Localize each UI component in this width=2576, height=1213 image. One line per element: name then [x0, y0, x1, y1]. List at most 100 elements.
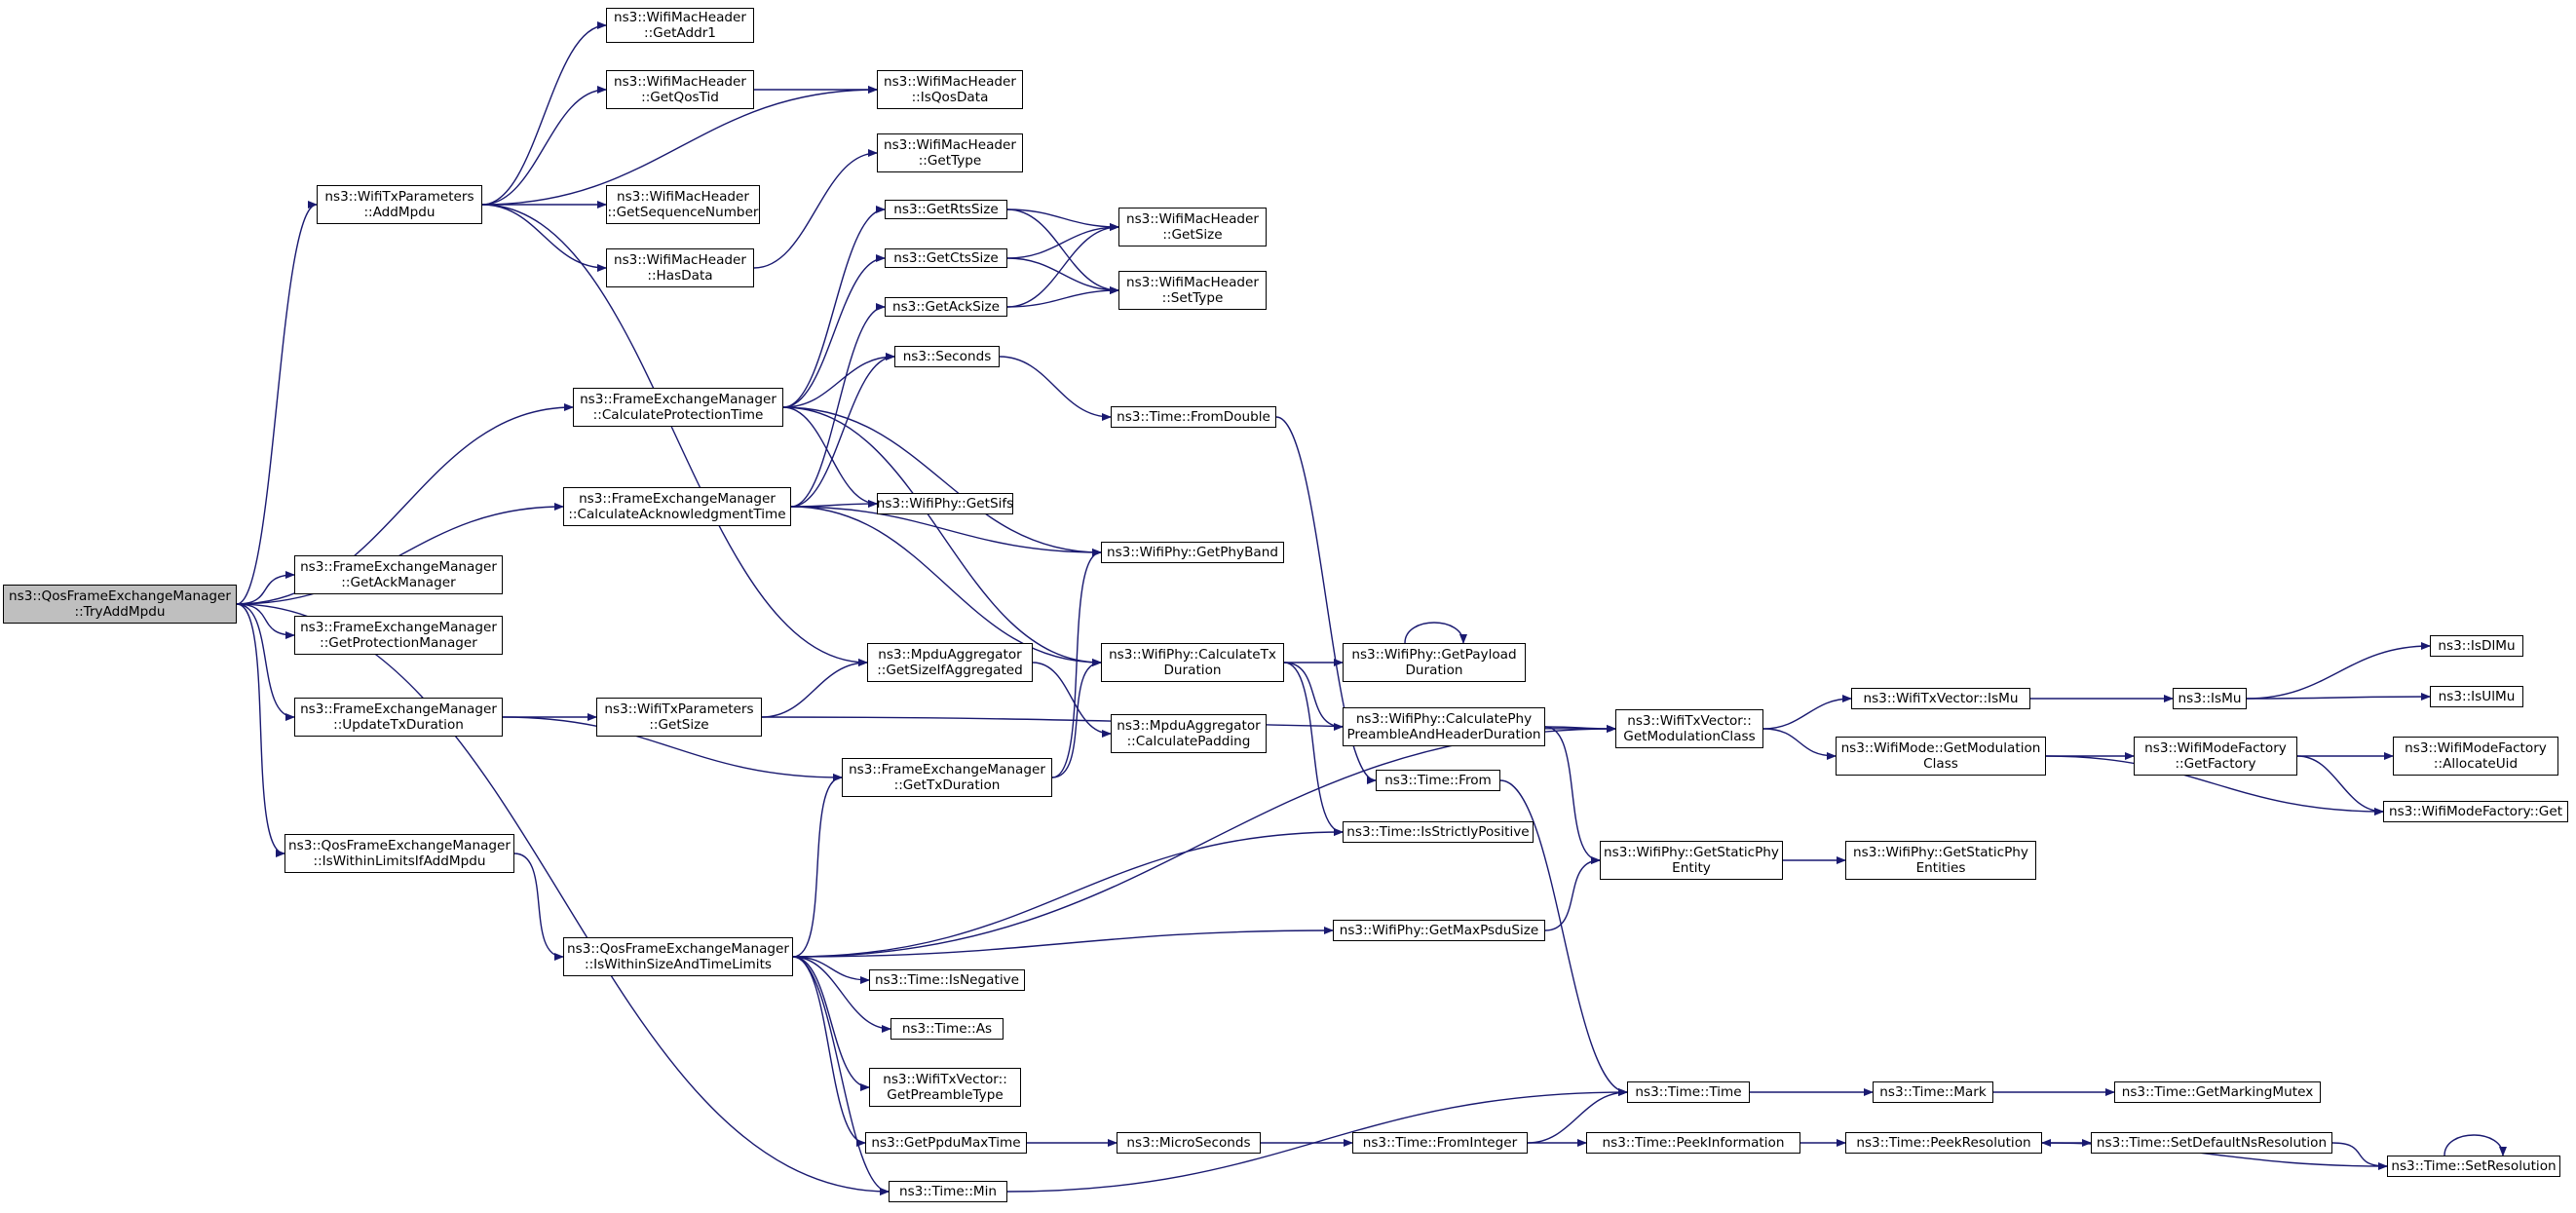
node-timemin[interactable]: ns3::Time::Min	[889, 1181, 1007, 1202]
node-getackmgr[interactable]: ns3::FrameExchangeManager::GetAckManager	[294, 555, 503, 594]
node-addmpdu[interactable]: ns3::WifiTxParameters::AddMpdu	[317, 185, 482, 224]
node-updatetx[interactable]: ns3::FrameExchangeManager::UpdateTxDurat…	[294, 698, 503, 737]
node-isulmu[interactable]: ns3::IsUlMu	[2430, 686, 2523, 707]
node-label-line: ns3::Time::FromInteger	[1362, 1135, 1518, 1151]
node-getpreambletype[interactable]: ns3::WifiTxVector::GetPreambleType	[869, 1068, 1021, 1107]
edge-frominteger-to-timetime	[1527, 1088, 1628, 1144]
edge-gettxdur-to-calctxdur	[1051, 659, 1102, 778]
node-txvismu[interactable]: ns3::WifiTxVector::IsMu	[1851, 688, 2030, 709]
node-label-line: ns3::FrameExchangeManager	[849, 762, 1045, 777]
node-label-line: ::IsQosData	[911, 90, 989, 105]
node-label-line: ::AddMpdu	[363, 205, 436, 220]
node-setdefaultns[interactable]: ns3::Time::SetDefaultNsResolution	[2091, 1132, 2332, 1154]
node-hdrsettype[interactable]: ns3::WifiMacHeader::SetType	[1118, 271, 1267, 310]
edge-calcprot-to-calctxdur	[782, 406, 1102, 666]
node-getsifs[interactable]: ns3::WifiPhy::GetSifs	[877, 493, 1013, 514]
node-microseconds[interactable]: ns3::MicroSeconds	[1117, 1132, 1261, 1154]
edge-hasdata-to-gettype	[753, 149, 878, 269]
node-frominteger[interactable]: ns3::Time::FromInteger	[1352, 1132, 1528, 1154]
edge-calcack-to-getacksize	[790, 303, 886, 508]
node-timefrom[interactable]: ns3::Time::From	[1376, 770, 1500, 791]
node-label-line: ns3::WifiTxVector::IsMu	[1863, 691, 2019, 706]
node-isnegative[interactable]: ns3::Time::IsNegative	[869, 969, 1025, 991]
node-getmodclass[interactable]: ns3::WifiTxVector::GetModulationClass	[1615, 709, 1763, 748]
node-fromdouble[interactable]: ns3::Time::FromDouble	[1111, 406, 1276, 428]
node-label-line: ns3::WifiMacHeader	[613, 74, 747, 90]
node-timemark[interactable]: ns3::Time::Mark	[1873, 1081, 1993, 1103]
node-getctssize[interactable]: ns3::GetCtsSize	[885, 248, 1007, 268]
node-calcprot[interactable]: ns3::FrameExchangeManager::CalculateProt…	[573, 388, 783, 427]
node-label-line: ns3::WifiPhy::GetMaxPsduSize	[1339, 923, 1539, 938]
node-getfactory[interactable]: ns3::WifiModeFactory::GetFactory	[2134, 737, 2297, 776]
node-label-line: ns3::Time::SetDefaultNsResolution	[2096, 1135, 2328, 1151]
node-getppdumax[interactable]: ns3::GetPpduMaxTime	[865, 1132, 1027, 1154]
node-peekres[interactable]: ns3::Time::PeekResolution	[1845, 1132, 2042, 1154]
node-txpgetsize[interactable]: ns3::WifiTxParameters::GetSize	[596, 698, 762, 737]
node-seconds[interactable]: ns3::Seconds	[894, 346, 1000, 367]
node-getprotmgr[interactable]: ns3::FrameExchangeManager::GetProtection…	[294, 616, 503, 655]
node-setres[interactable]: ns3::Time::SetResolution	[2387, 1156, 2560, 1177]
node-factoryget[interactable]: ns3::WifiModeFactory::Get	[2383, 801, 2568, 822]
node-label-line: ns3::Time::FromDouble	[1117, 409, 1270, 425]
node-isstrictpos[interactable]: ns3::Time::IsStrictlyPositive	[1343, 821, 1534, 843]
node-getacksize[interactable]: ns3::GetAckSize	[885, 297, 1007, 317]
node-ismu[interactable]: ns3::IsMu	[2173, 688, 2247, 709]
node-allocateuid[interactable]: ns3::WifiModeFactory::AllocateUid	[2393, 737, 2558, 776]
node-peekinfo[interactable]: ns3::Time::PeekInformation	[1586, 1132, 1800, 1154]
edge-addmpdu-to-hasdata	[481, 204, 607, 272]
node-label-line: ns3::Time::IsStrictlyPositive	[1346, 824, 1530, 840]
node-calcack[interactable]: ns3::FrameExchangeManager::CalculateAckn…	[563, 487, 791, 526]
node-label-line: ::UpdateTxDuration	[333, 717, 464, 733]
edge-layer	[236, 21, 2507, 1195]
node-calcpadding[interactable]: ns3::MpduAggregator::CalculatePadding	[1111, 714, 1267, 753]
node-hdrgetsize[interactable]: ns3::WifiMacHeader::GetSize	[1118, 208, 1267, 246]
node-timetime[interactable]: ns3::Time::Time	[1627, 1081, 1750, 1103]
node-hasdata[interactable]: ns3::WifiMacHeader::HasData	[606, 248, 754, 287]
node-getphyband[interactable]: ns3::WifiPhy::GetPhyBand	[1101, 542, 1284, 563]
node-label-line: ns3::QosFrameExchangeManager	[288, 838, 511, 853]
edge-withinsize-to-isnegative	[792, 956, 870, 984]
node-withinlimits[interactable]: ns3::QosFrameExchangeManager::IsWithinLi…	[284, 834, 514, 873]
node-tryaddmpdu[interactable]: ns3::QosFrameExchangeManager::TryAddMpdu	[3, 585, 237, 624]
edge-getsizeifagg-to-calcpadding	[1032, 662, 1112, 738]
node-label-line: ns3::FrameExchangeManager	[300, 701, 497, 717]
node-label-line: ns3::WifiModeFactory	[2405, 740, 2547, 756]
node-label-line: ::CalculateProtectionTime	[592, 407, 764, 423]
edge-getpayload-to-getpayload	[1404, 622, 1467, 644]
node-getsizeifagg[interactable]: ns3::MpduAggregator::GetSizeIfAggregated	[867, 643, 1033, 682]
node-gettxdur[interactable]: ns3::FrameExchangeManager::GetTxDuration	[842, 758, 1052, 797]
node-gettype[interactable]: ns3::WifiMacHeader::GetType	[877, 133, 1023, 172]
node-label-line: ::GetType	[918, 153, 982, 169]
node-getmarkingmutex[interactable]: ns3::Time::GetMarkingMutex	[2114, 1081, 2321, 1103]
node-label-line: ns3::Time::PeekInformation	[1602, 1135, 1785, 1151]
node-label-line: ns3::WifiPhy::CalculatePhy	[1355, 711, 1533, 727]
node-label-line: ns3::Time::From	[1384, 773, 1492, 788]
node-getmaxpsdu[interactable]: ns3::WifiPhy::GetMaxPsduSize	[1333, 920, 1545, 941]
node-label-line: PreambleAndHeaderDuration	[1346, 727, 1541, 742]
node-getseqnum[interactable]: ns3::WifiMacHeader::GetSequenceNumber	[606, 185, 760, 224]
node-label-line: ::GetSequenceNumber	[607, 205, 759, 220]
edge-setres-to-setres	[2443, 1134, 2507, 1156]
node-timeas[interactable]: ns3::Time::As	[890, 1018, 1004, 1040]
node-isdlmu[interactable]: ns3::IsDlMu	[2430, 635, 2523, 657]
node-isqosdata[interactable]: ns3::WifiMacHeader::IsQosData	[877, 70, 1023, 109]
node-getqostid[interactable]: ns3::WifiMacHeader::GetQosTid	[606, 70, 754, 109]
edge-getrtssize-to-hdrgetsize	[1006, 208, 1119, 231]
node-label-line: ::GetAckManager	[341, 575, 456, 590]
edge-withinsize-to-gettxdur	[792, 774, 843, 958]
node-label-line: ::CalculateAcknowledgmentTime	[568, 507, 786, 522]
node-getaddr1[interactable]: ns3::WifiMacHeader::GetAddr1	[606, 8, 754, 43]
edge-getacksize-to-hdrsettype	[1006, 286, 1119, 308]
edge-tryaddmpdu-to-withinlimits	[236, 603, 285, 857]
node-label-line: Class	[1923, 756, 1958, 772]
node-withinsize[interactable]: ns3::QosFrameExchangeManager::IsWithinSi…	[563, 937, 793, 976]
node-getrtssize[interactable]: ns3::GetRtsSize	[885, 200, 1007, 219]
edge-tryaddmpdu-to-getprotmgr	[236, 603, 295, 639]
edge-calcack-to-getphyband	[790, 506, 1102, 556]
